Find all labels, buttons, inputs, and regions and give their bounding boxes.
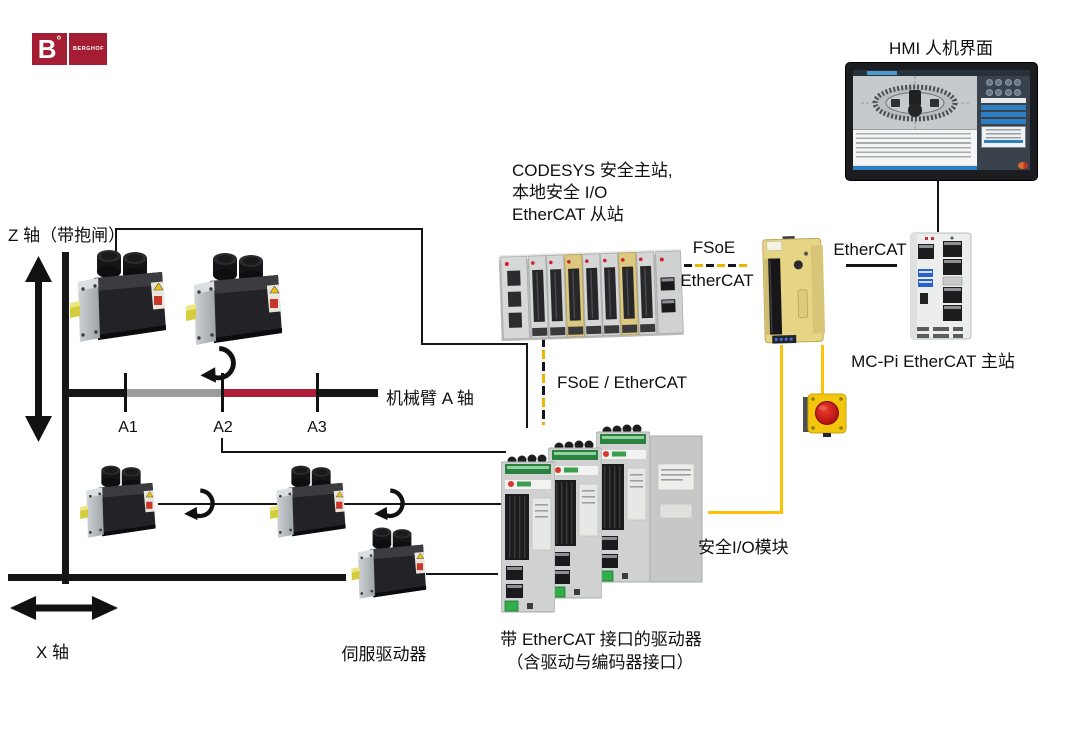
a3-label: A3 [307, 419, 327, 436]
connector-z-stub [115, 228, 117, 254]
hmi-input-bar [981, 98, 1026, 103]
hmi-control-panel [977, 76, 1030, 170]
rotation-arrow-icon [372, 484, 410, 524]
x-axis-label: X 轴 [36, 643, 70, 662]
z-axis-arrow-icon [25, 256, 52, 442]
connector-a2-to-drives [221, 451, 506, 453]
connector-z-vertical2 [526, 343, 528, 428]
berghof-logo-mark: B° [32, 33, 67, 65]
servo-motor-z2 [186, 250, 290, 350]
ethercat-left-label: EtherCAT [680, 271, 754, 290]
connector-hmi-to-mcpi [937, 179, 939, 232]
hmi-screen-tab [867, 71, 897, 75]
logo-letter: B [37, 34, 57, 64]
codesys-label-line3: EtherCAT 从站 [512, 205, 624, 224]
servo-motor-a2 [270, 464, 352, 541]
hmi-monitor [845, 62, 1038, 181]
hmi-vendor-logo [1018, 162, 1028, 169]
hmi-screen [853, 70, 1030, 170]
emergency-stop-button [803, 393, 847, 437]
codesys-label-line1: CODESYS 安全主站, [512, 161, 673, 180]
servo-drives-label: 伺服驱动器 [341, 645, 427, 664]
hmi-log-panel [853, 129, 977, 165]
servo-motor-x [348, 526, 436, 602]
arm-segment-red [222, 389, 317, 397]
drives-label-line2: （含驱动与编码器接口） [506, 653, 694, 672]
hmi-action-bar [981, 105, 1026, 110]
fsoe-ethercat-dashed-link [542, 338, 545, 425]
arm-segment-black-right [317, 389, 378, 397]
mcpi-master [910, 232, 972, 340]
codesys-label: CODESYS 安全主站, 本地安全 I/O EtherCAT 从站 [512, 160, 673, 226]
safety-io-label: 安全I/O模块 [698, 538, 789, 557]
hmi-action-bar [981, 112, 1026, 117]
mcpi-label: MC-Pi EtherCAT 主站 [851, 352, 1015, 371]
connector-z-vertical [421, 228, 423, 345]
safety-io-module [762, 235, 826, 344]
hmi-log-scrollbar [853, 166, 977, 170]
x-axis-arrow-icon [10, 596, 118, 620]
hmi-list-box [981, 126, 1026, 148]
codesys-label-line2: 本地安全 I/O [512, 183, 608, 202]
connector-safety-to-mcpi [846, 264, 897, 267]
hmi-log-lines [856, 133, 971, 159]
hmi-label: HMI 人机界面 [889, 39, 993, 58]
z-axis-line [62, 252, 69, 584]
safety-line-to-drives [708, 511, 783, 514]
rotation-arrow-icon [182, 484, 220, 524]
hmi-button-row [980, 79, 1027, 86]
safety-line-down [780, 345, 783, 513]
ethercat-right-label: EtherCAT [833, 240, 907, 259]
hmi-part-drawing [861, 76, 969, 129]
logo-name: BERGHOF [73, 46, 104, 52]
a2-label: A2 [213, 419, 233, 436]
hmi-button-row [980, 88, 1027, 96]
servo-motor-a1 [80, 464, 162, 541]
arm-segment-black-left [66, 389, 127, 397]
servo-motor-z1 [70, 248, 174, 346]
a1-label: A1 [118, 419, 138, 436]
hmi-screen-header [853, 70, 1030, 76]
berghof-logo-wordmark: BERGHOF [69, 33, 107, 65]
fsoe-dashed-link [684, 264, 750, 267]
z-axis-label: Z 轴（带抱闸） [8, 226, 126, 245]
connector-motor5-to-drives [426, 573, 498, 575]
tick-a1 [124, 373, 127, 412]
drives-label-line1: 带 EtherCAT 接口的驱动器 [500, 630, 702, 649]
tick-a2 [221, 373, 224, 412]
logo-degree: ° [56, 33, 62, 47]
codesys-plc-rack [498, 248, 684, 342]
fsoe-ethercat-label: FSoE / EtherCAT [557, 373, 688, 392]
fsoe-label: FSoE [692, 238, 736, 257]
arm-a-label: 机械臂 A 轴 [386, 389, 474, 408]
arm-segment-gray [127, 389, 222, 397]
ethercat-drives [501, 424, 703, 613]
hmi-action-bar [981, 119, 1026, 124]
tick-a3 [316, 373, 319, 412]
connector-z-horizontal2 [421, 343, 528, 345]
safety-line-to-estop [821, 345, 824, 394]
hmi-cad-view [853, 76, 977, 129]
connector-z-horizontal [116, 228, 423, 230]
x-axis-line [8, 574, 346, 581]
connector-a2-stub [221, 438, 223, 453]
